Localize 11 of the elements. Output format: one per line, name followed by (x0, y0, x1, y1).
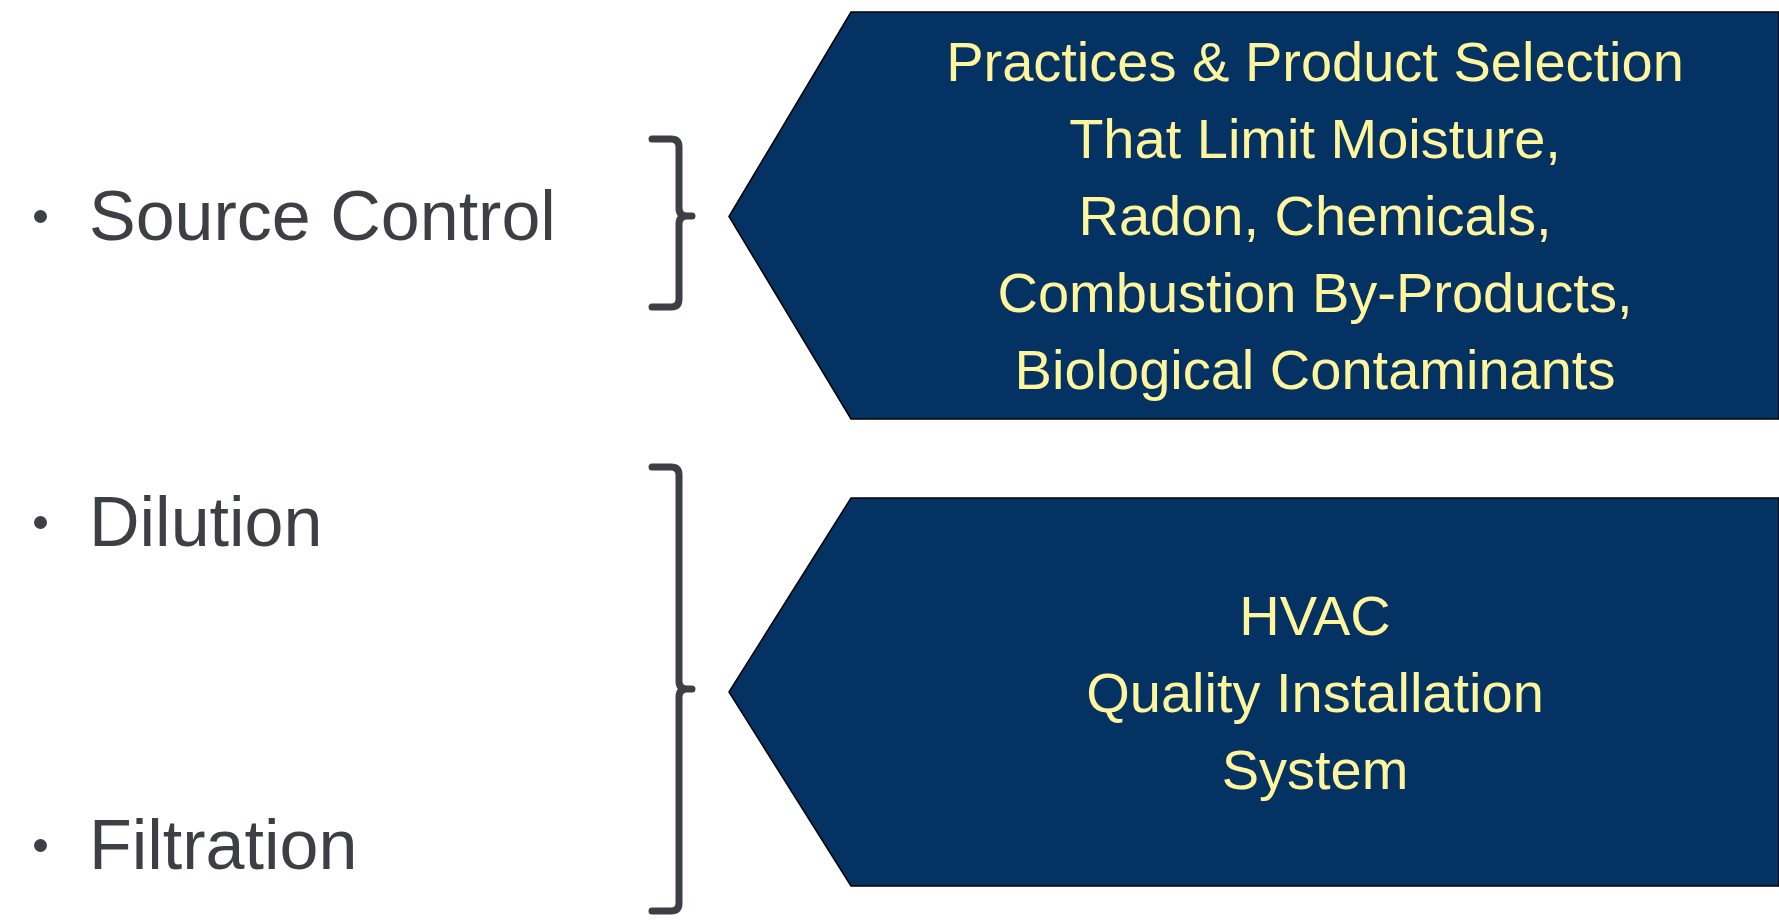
arrow-text: Radon, Chemicals, (1078, 183, 1552, 249)
arrow-text: Quality Installation (1086, 659, 1544, 726)
arrow-text: Biological Contaminants (1014, 337, 1616, 403)
arrow-text: Combustion By-Products, (997, 260, 1633, 326)
arrow-text: System (1221, 736, 1409, 803)
arrow-text: Practices & Product Selection (946, 29, 1684, 95)
bullet-text: Filtration (89, 805, 358, 885)
arrow-text: That Limit Moisture, (1069, 106, 1561, 172)
arrow-text: HVAC (1239, 582, 1391, 649)
bullet-text: Dilution (89, 482, 323, 562)
bullet-text: Source Control (89, 176, 556, 256)
